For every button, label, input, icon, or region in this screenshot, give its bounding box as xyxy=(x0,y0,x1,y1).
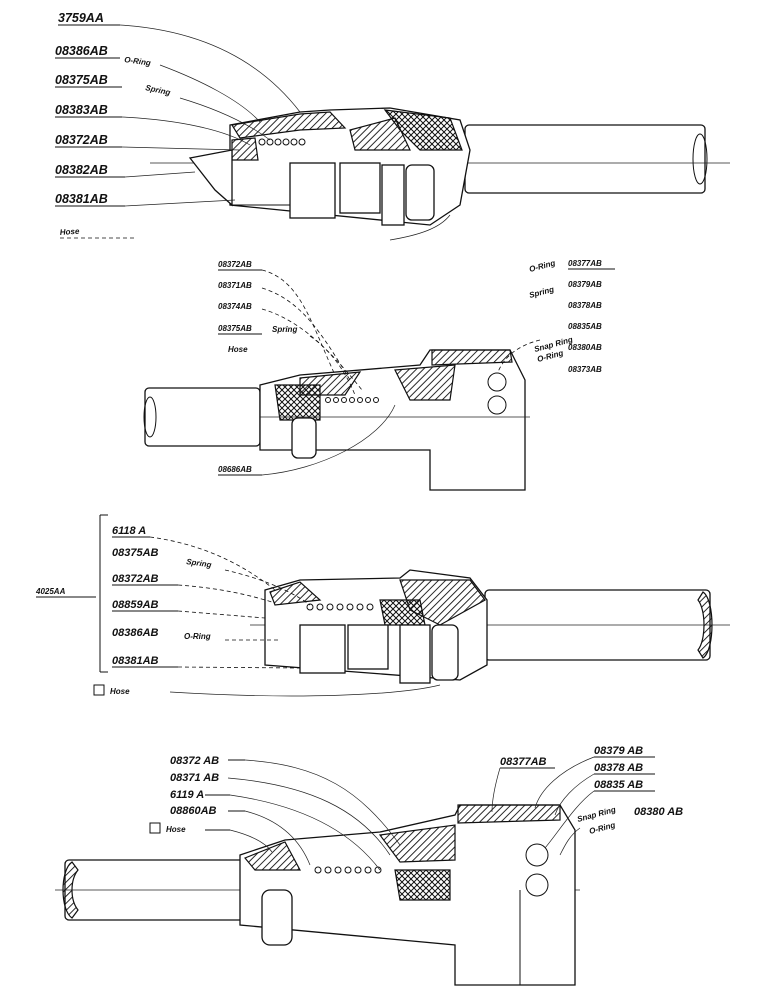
label-08380ab-2: 08380AB xyxy=(568,343,602,352)
label-spring-2: Spring xyxy=(272,325,297,334)
label-08835ab-2: 08835AB xyxy=(568,322,602,331)
diagram-4: 08372 AB 08371 AB 6119 A 08860AB Hose 08… xyxy=(55,745,683,986)
label-o-ring-3: O-Ring xyxy=(184,632,211,641)
tag-o-ring-2a: O-Ring xyxy=(528,258,556,274)
label-3759aa: 3759AA xyxy=(58,11,104,25)
spring-coils xyxy=(258,138,306,146)
label-08381ab-3: 08381AB xyxy=(112,655,159,667)
label-o-ring-4: O-Ring xyxy=(588,820,616,836)
label-hose-4: Hose xyxy=(166,825,186,834)
label-6118a: 6118 A xyxy=(112,525,146,537)
diagram-1-drawing xyxy=(150,107,730,226)
diagram-3-labels: 4025AA 6118 A 08375AB Spring 08372AB 088… xyxy=(35,514,441,697)
spring-coils-2 xyxy=(325,397,379,403)
label-08377ab-4: 08377AB xyxy=(500,756,547,768)
label-08386ab: 08386AB xyxy=(55,44,108,58)
label-08378ab-4: 08378 AB xyxy=(594,762,643,774)
label-08860ab-4: 08860AB xyxy=(170,805,217,817)
label-08859ab-3: 08859AB xyxy=(112,599,159,611)
label-08380ab-4: 08380 AB xyxy=(634,806,683,818)
label-08372ab-3: 08372AB xyxy=(112,573,159,585)
spring-coils-4 xyxy=(314,866,382,874)
label-08374ab-2: 08374AB xyxy=(218,302,252,311)
label-spring-1: Spring xyxy=(145,83,172,97)
label-4025aa: 4025AA xyxy=(35,587,66,596)
label-08372ab-2: 08372AB xyxy=(218,260,252,269)
label-08379ab-4: 08379 AB xyxy=(594,745,643,757)
label-08386ab-3: 08386AB xyxy=(112,627,159,639)
diagram-2: 08372AB 08371AB 08374AB 08375AB Spring H… xyxy=(143,258,615,491)
label-08375ab: 08375AB xyxy=(55,73,108,87)
hose-checkbox-3 xyxy=(93,684,105,696)
diagram-3-drawing xyxy=(250,569,730,684)
label-08835ab-4: 08835 AB xyxy=(594,779,643,791)
diagram-1-labels: 3759AA 08386AB O-Ring 08375AB Spring 083… xyxy=(55,11,451,241)
label-spring-3: Spring xyxy=(186,557,212,569)
label-08371ab-2: 08371AB xyxy=(218,281,252,290)
label-08373ab-2: 08373AB xyxy=(568,365,602,374)
label-08686ab-2: 08686AB xyxy=(218,465,252,474)
label-hose-1: Hose xyxy=(60,227,81,237)
label-08375ab-3: 08375AB xyxy=(112,547,159,559)
label-08378ab-2: 08378AB xyxy=(568,301,602,310)
label-08379ab-2: 08379AB xyxy=(568,280,602,289)
label-o-ring-1: O-Ring xyxy=(124,55,152,68)
label-08382ab: 08382AB xyxy=(55,163,108,177)
diagram-3: 4025AA 6118 A 08375AB Spring 08372AB 088… xyxy=(35,514,730,697)
label-08381ab: 08381AB xyxy=(55,192,108,206)
label-08371ab-4: 08371 AB xyxy=(170,772,219,784)
spring-coils-3 xyxy=(306,603,374,611)
hose-checkbox-4 xyxy=(149,822,161,834)
label-6119a-4: 6119 A xyxy=(170,789,204,801)
label-08377ab-2: 08377AB xyxy=(568,259,602,268)
diagram-4-drawing xyxy=(55,804,580,986)
label-08375ab-2: 08375AB xyxy=(218,324,252,333)
label-08372ab: 08372AB xyxy=(55,133,108,147)
label-hose-2: Hose xyxy=(228,345,248,354)
label-08372ab-4: 08372 AB xyxy=(170,755,219,767)
diagram-2-drawing xyxy=(143,349,530,491)
diagram-1: 3759AA 08386AB O-Ring 08375AB Spring 083… xyxy=(55,11,730,241)
diagram-4-labels: 08372 AB 08371 AB 6119 A 08860AB Hose 08… xyxy=(149,745,683,871)
label-08383ab: 08383AB xyxy=(55,103,108,117)
tag-spring-2b: Spring xyxy=(528,285,555,300)
label-hose-3: Hose xyxy=(110,687,130,696)
